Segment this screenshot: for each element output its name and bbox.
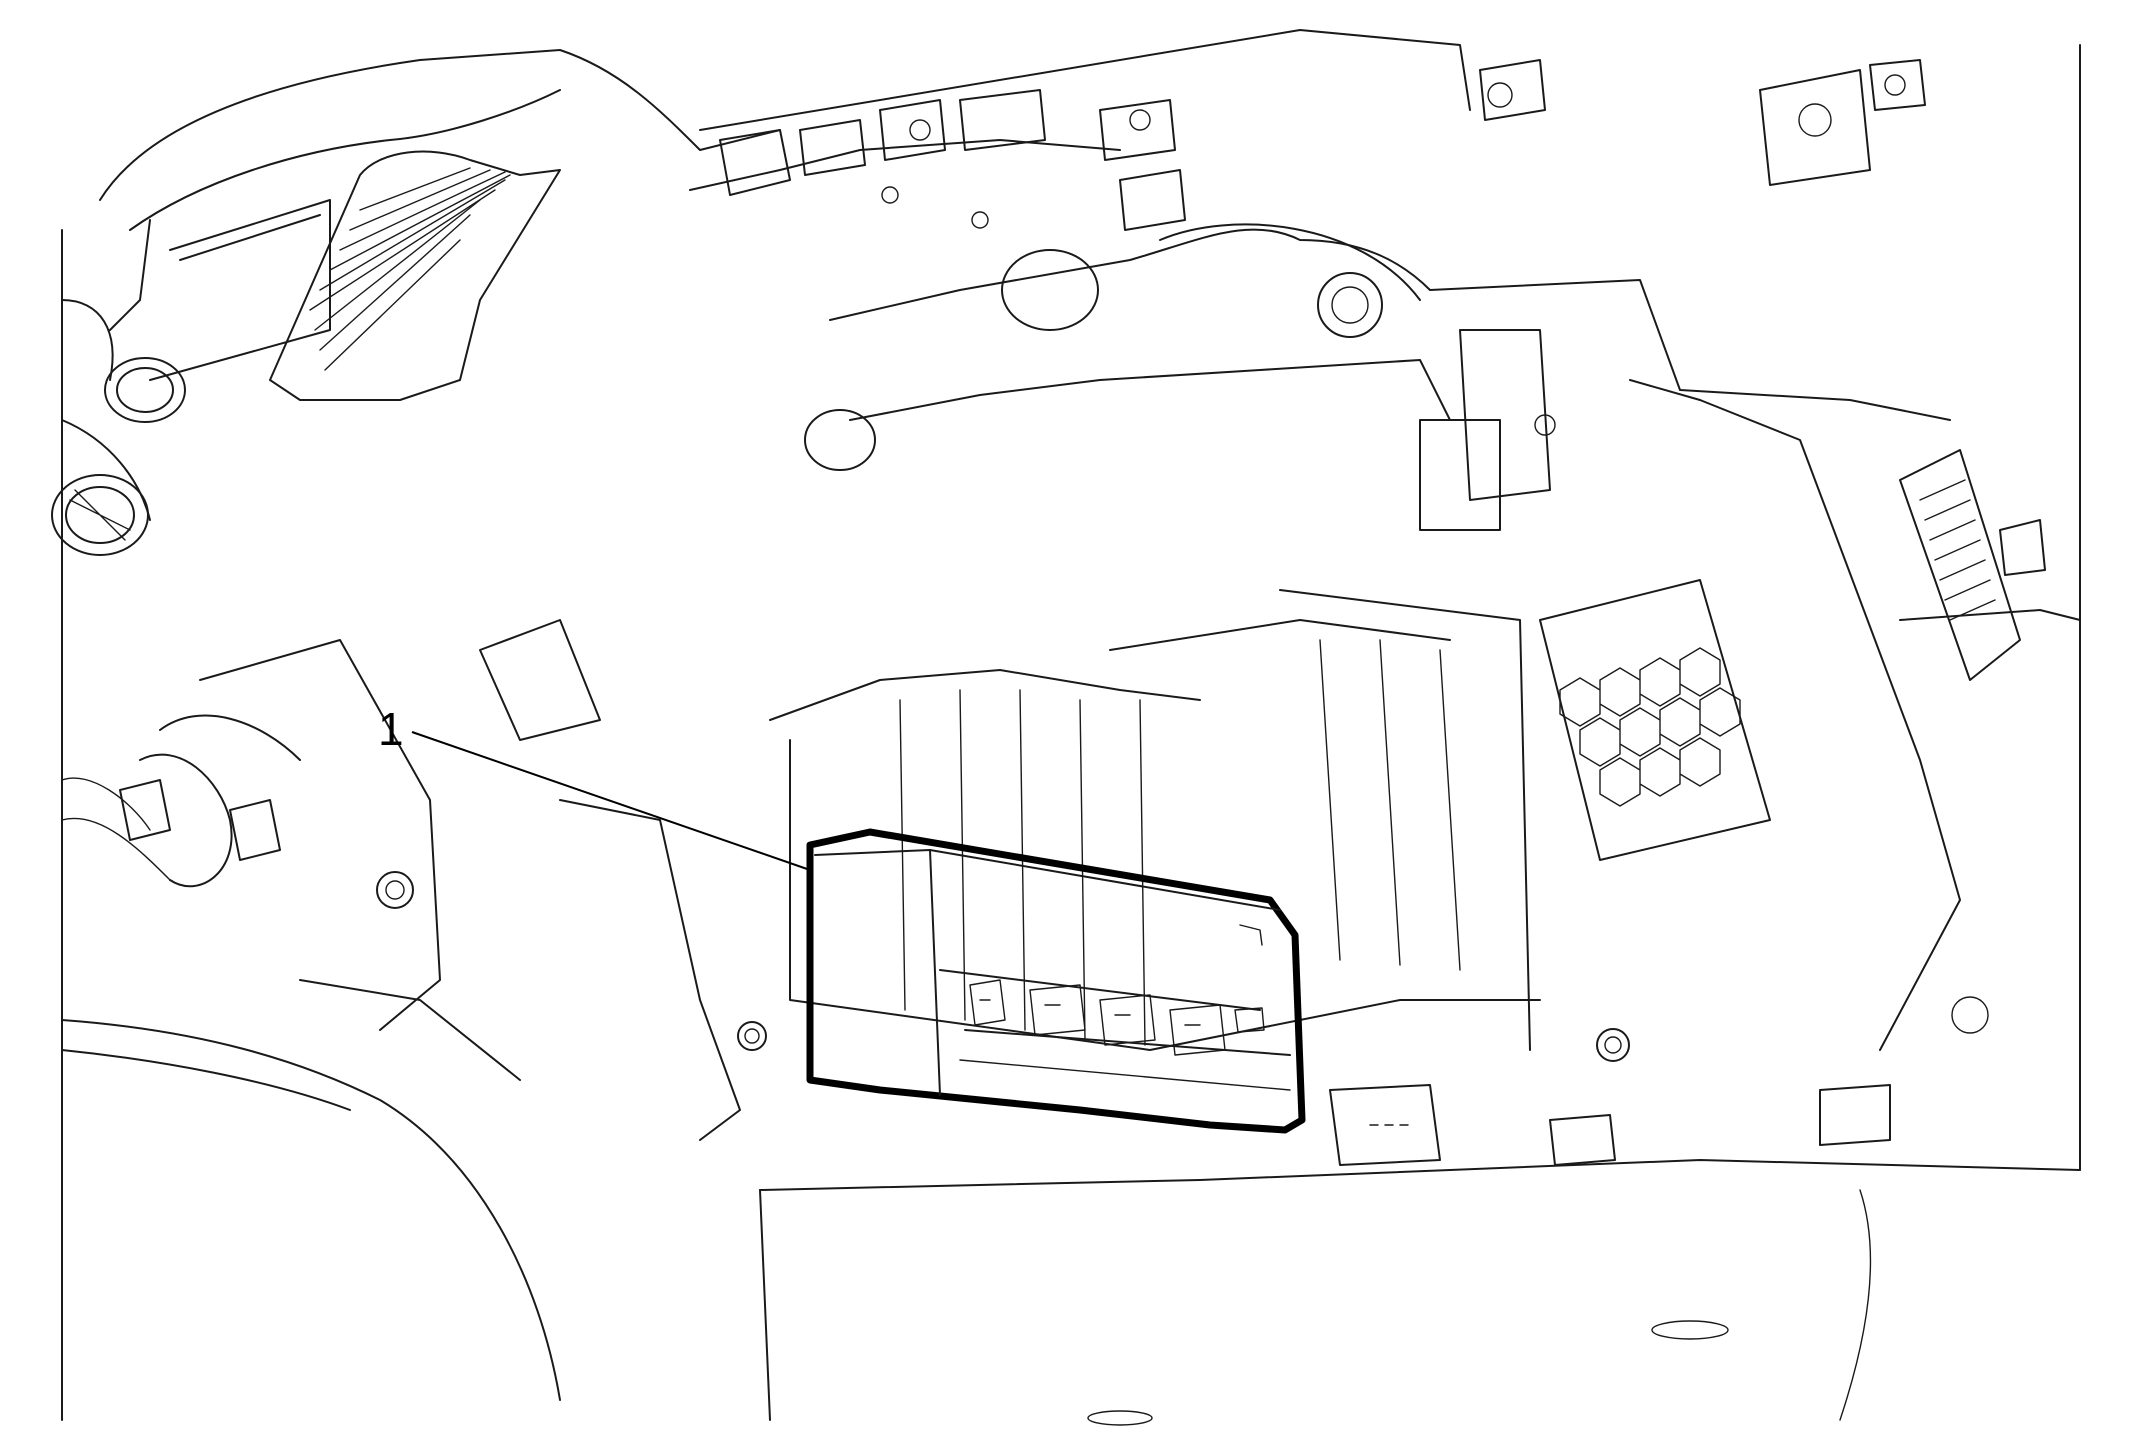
- honeycomb-panel: [1539, 579, 1771, 861]
- frame-edges: [61, 44, 2081, 1421]
- lower-knee-panel: [61, 1019, 2081, 1426]
- cross-car-beam: [689, 29, 1951, 421]
- lower-right-connectors: [737, 1021, 1891, 1166]
- hvac-housing: [769, 589, 1541, 1051]
- highlighted-module: [806, 828, 1306, 1134]
- right-support-bracket: [1419, 329, 2081, 1051]
- callout-1-label: 1: [378, 703, 404, 755]
- right-fuse-panel: [1899, 449, 2046, 681]
- control-knobs: [51, 357, 186, 556]
- lower-left-bracket-wiring: [61, 619, 741, 1141]
- air-vent: [269, 150, 561, 401]
- callout-1-leader-line: [411, 731, 811, 871]
- upper-brackets: [719, 59, 1926, 471]
- instrument-panel-bezel: [61, 49, 781, 521]
- callout-1: 1: [378, 703, 811, 871]
